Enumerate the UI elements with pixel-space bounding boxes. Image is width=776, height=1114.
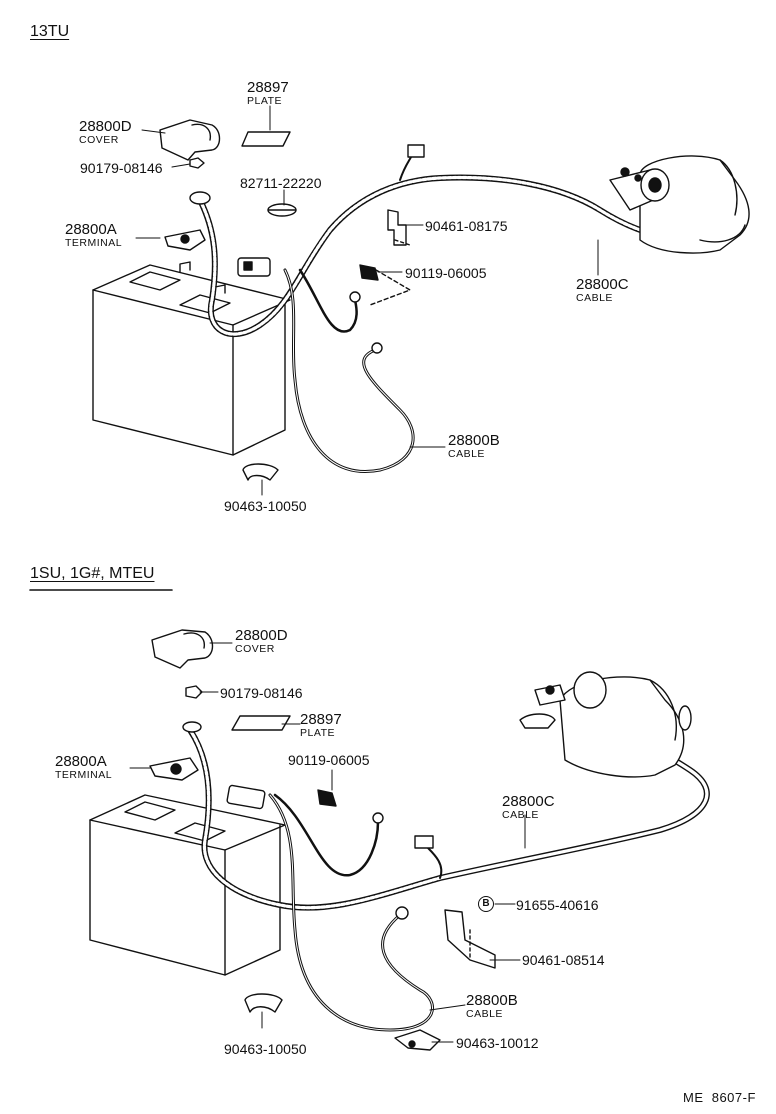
top-clip-number: 90461-08175 — [425, 218, 508, 234]
section-title-top: 13TU — [30, 23, 70, 40]
bottom-cable-b-number: 28800B — [466, 992, 518, 1009]
top-cable-b-number: 28800B — [448, 432, 500, 449]
bottom-cable-c-name: CABLE — [502, 809, 539, 821]
bottom-cable-b-name: CABLE — [466, 1008, 503, 1020]
bottom-clamp-b-number: 90463-10050 — [224, 1041, 307, 1057]
battery-bottom — [89, 794, 286, 976]
footer-code: ME 8607-F — [683, 1090, 756, 1105]
top-plate-number: 28897 — [247, 79, 289, 96]
cover-bottom — [151, 629, 214, 669]
plate-bottom — [231, 715, 291, 731]
top-plate-name: PLATE — [247, 95, 282, 107]
bottom-cable-c-number: 28800C — [502, 793, 555, 810]
bottom-nut-number: 90179-08146 — [220, 685, 303, 701]
top-cable-c-name: CABLE — [576, 292, 613, 304]
top-terminal-number: 28800A — [65, 221, 117, 238]
bottom-bolt-number: 90119-06005 — [288, 752, 370, 768]
top-cable-b-name: CABLE — [448, 448, 485, 460]
starter-bottom — [519, 671, 692, 778]
bottom-clamp-c-number: 90463-10012 — [456, 1035, 539, 1051]
bottom-bracket-number: 90461-08514 — [522, 952, 605, 968]
bottom-bolt-b-number: 91655-40616 — [516, 897, 599, 913]
bolt-b-marker: B — [478, 896, 494, 912]
bottom-cover-name: COVER — [235, 643, 275, 655]
starter-top — [609, 155, 750, 254]
plate-top — [241, 131, 291, 147]
battery-top — [92, 261, 291, 456]
top-cable-c-number: 28800C — [576, 276, 629, 293]
cover-top — [159, 119, 221, 161]
top-cover-name: COVER — [79, 134, 119, 146]
bottom-cover-number: 28800D — [235, 627, 288, 644]
top-clamp-b-number: 90463-10050 — [224, 498, 307, 514]
bottom-terminal-number: 28800A — [55, 753, 107, 770]
cable-b-top — [283, 268, 415, 473]
bottom-terminal-name: TERMINAL — [55, 769, 113, 781]
cable-a-top — [197, 174, 693, 338]
section-title-bottom: 1SU, 1G#, MTEU — [30, 565, 155, 582]
bottom-plate-name: PLATE — [300, 727, 335, 739]
top-cover-number: 28800D — [79, 118, 132, 135]
bottom-plate-number: 28897 — [300, 711, 342, 728]
top-clamp-a-number: 82711-22220 — [240, 175, 322, 191]
top-terminal-name: TERMINAL — [65, 237, 123, 249]
top-nut-number: 90179-08146 — [80, 160, 163, 176]
top-bolt-number: 90119-06005 — [405, 265, 487, 281]
